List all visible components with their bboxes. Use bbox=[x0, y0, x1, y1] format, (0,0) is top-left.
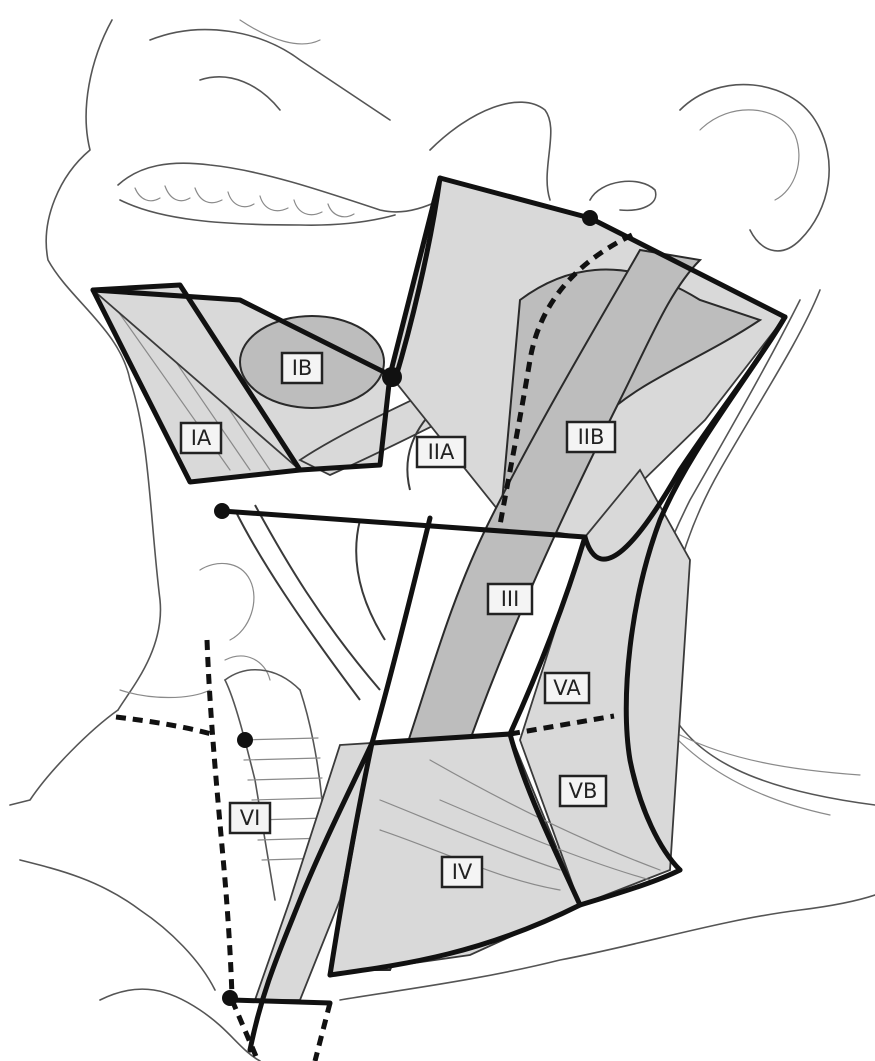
hyoid-dashed-line bbox=[116, 717, 215, 735]
sternal-notch-node bbox=[222, 990, 238, 1006]
label-VI: VI bbox=[230, 803, 270, 833]
label-IB: IB bbox=[282, 353, 322, 383]
label-IIB: IIB bbox=[567, 422, 615, 452]
label-IV-text: IV bbox=[452, 860, 473, 884]
label-IIA: IIA bbox=[417, 437, 465, 467]
label-VB: VB bbox=[560, 776, 606, 806]
label-VA: VA bbox=[545, 673, 589, 703]
label-IV: IV bbox=[442, 857, 482, 887]
mastoid-node bbox=[582, 210, 598, 226]
label-VA-text: VA bbox=[553, 676, 581, 700]
level-VI-bottom-boundary bbox=[232, 1000, 330, 1003]
label-IB-text: IB bbox=[292, 356, 313, 380]
label-VB-text: VB bbox=[569, 779, 598, 803]
carotid-bifurcation-node bbox=[214, 503, 230, 519]
label-IA: IA bbox=[181, 423, 221, 453]
label-IA-text: IA bbox=[191, 426, 212, 450]
label-VI-text: VI bbox=[240, 806, 261, 830]
label-IIB-text: IIB bbox=[578, 425, 605, 449]
hyoid-node bbox=[382, 367, 402, 387]
label-IIA-text: IIA bbox=[428, 440, 455, 464]
cricoid-node bbox=[237, 732, 253, 748]
label-III: III bbox=[488, 584, 532, 614]
level-VI-left-border bbox=[207, 640, 232, 1000]
label-III-text: III bbox=[501, 587, 520, 611]
